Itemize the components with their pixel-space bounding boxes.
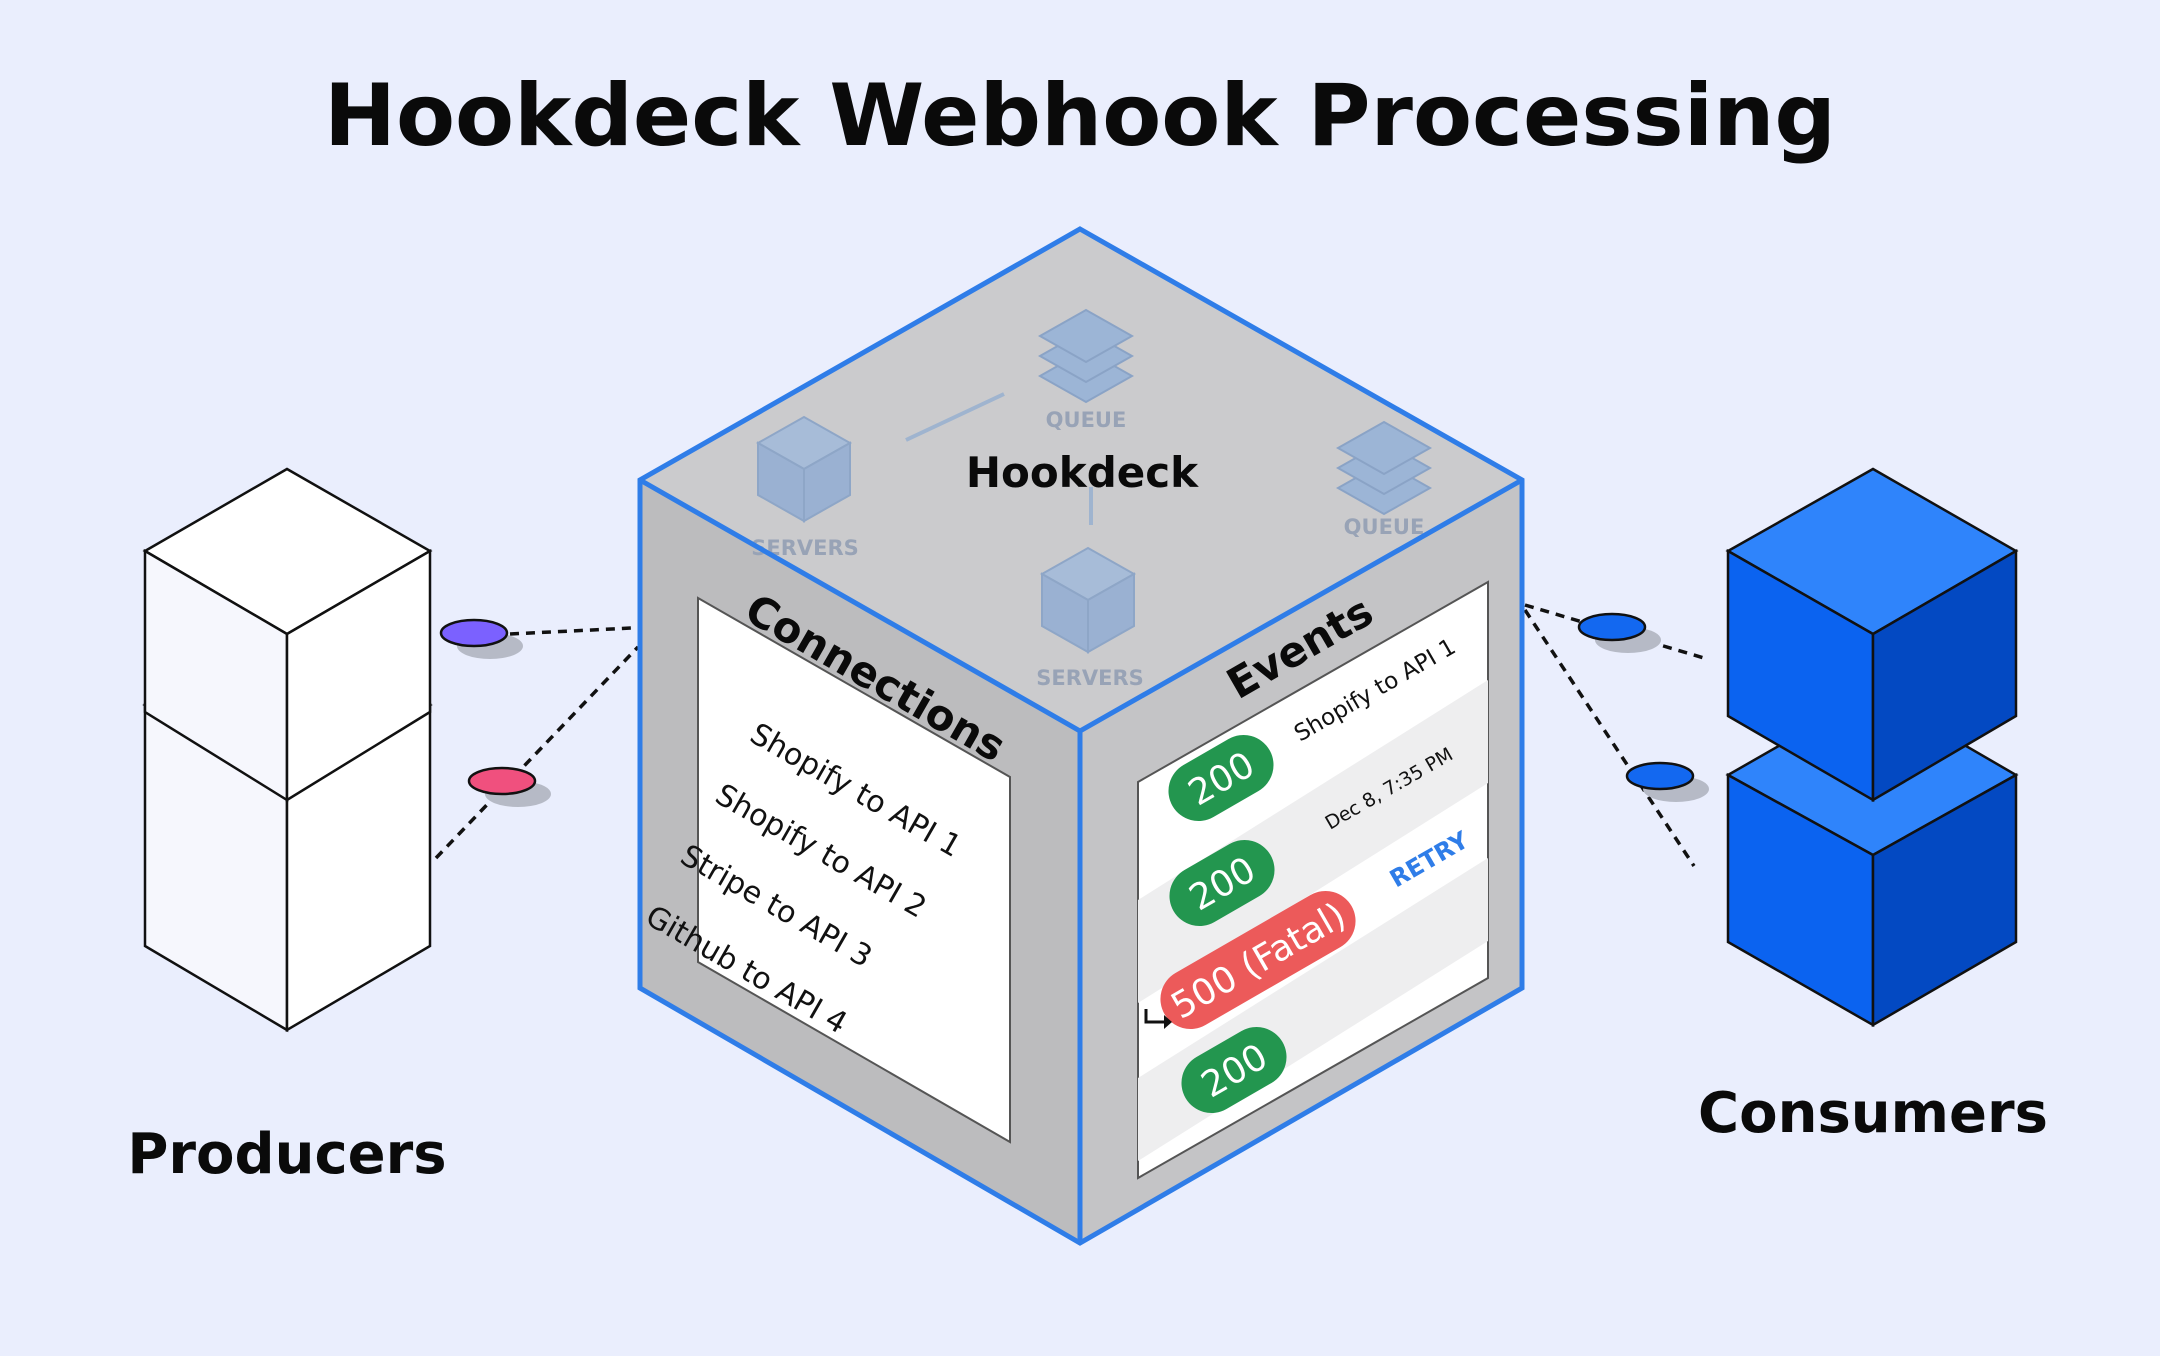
producer-cube-upper <box>142 467 433 803</box>
consumer-link-2 <box>1523 609 1696 867</box>
producer-dot-1 <box>439 618 509 648</box>
consumer-dot-2 <box>1625 761 1695 791</box>
server-cube-icon <box>1039 546 1137 654</box>
producers-group <box>142 467 640 1033</box>
consumer-cube-upper <box>1725 467 2019 803</box>
consumers-label: Consumers <box>1698 1081 2048 1146</box>
hub-name: Hookdeck <box>966 448 1199 497</box>
servers-label-1: SERVERS <box>751 536 859 560</box>
hookdeck-hub: QUEUE SERVERS QUEUE SERVERS <box>637 226 1525 1246</box>
network-link-1 <box>905 392 1005 442</box>
producer-dot-2 <box>467 766 537 796</box>
consumer-dot-1 <box>1577 612 1647 642</box>
producer-link-1 <box>509 626 633 636</box>
hub-internal-network: QUEUE SERVERS QUEUE SERVERS <box>751 308 1433 690</box>
queue-stack-icon <box>1037 308 1135 404</box>
producer-link-2 <box>434 645 640 860</box>
servers-label-2: SERVERS <box>1036 666 1144 690</box>
queue-stack-icon <box>1335 420 1433 516</box>
retry-arrow-icon <box>1144 1009 1172 1029</box>
queue-label-2: QUEUE <box>1344 515 1425 539</box>
consumers-group <box>1523 467 2019 1028</box>
producers-label: Producers <box>127 1122 446 1187</box>
server-cube-icon <box>755 415 853 523</box>
events-row-band <box>1138 680 1488 1003</box>
page-title: Hookdeck Webhook Processing <box>324 66 1836 166</box>
queue-label-1: QUEUE <box>1046 408 1127 432</box>
events-panel: Events Shopify to API 1 Dec 8, 7:35 PM R… <box>1137 580 1489 1180</box>
connections-card <box>697 596 1011 1144</box>
